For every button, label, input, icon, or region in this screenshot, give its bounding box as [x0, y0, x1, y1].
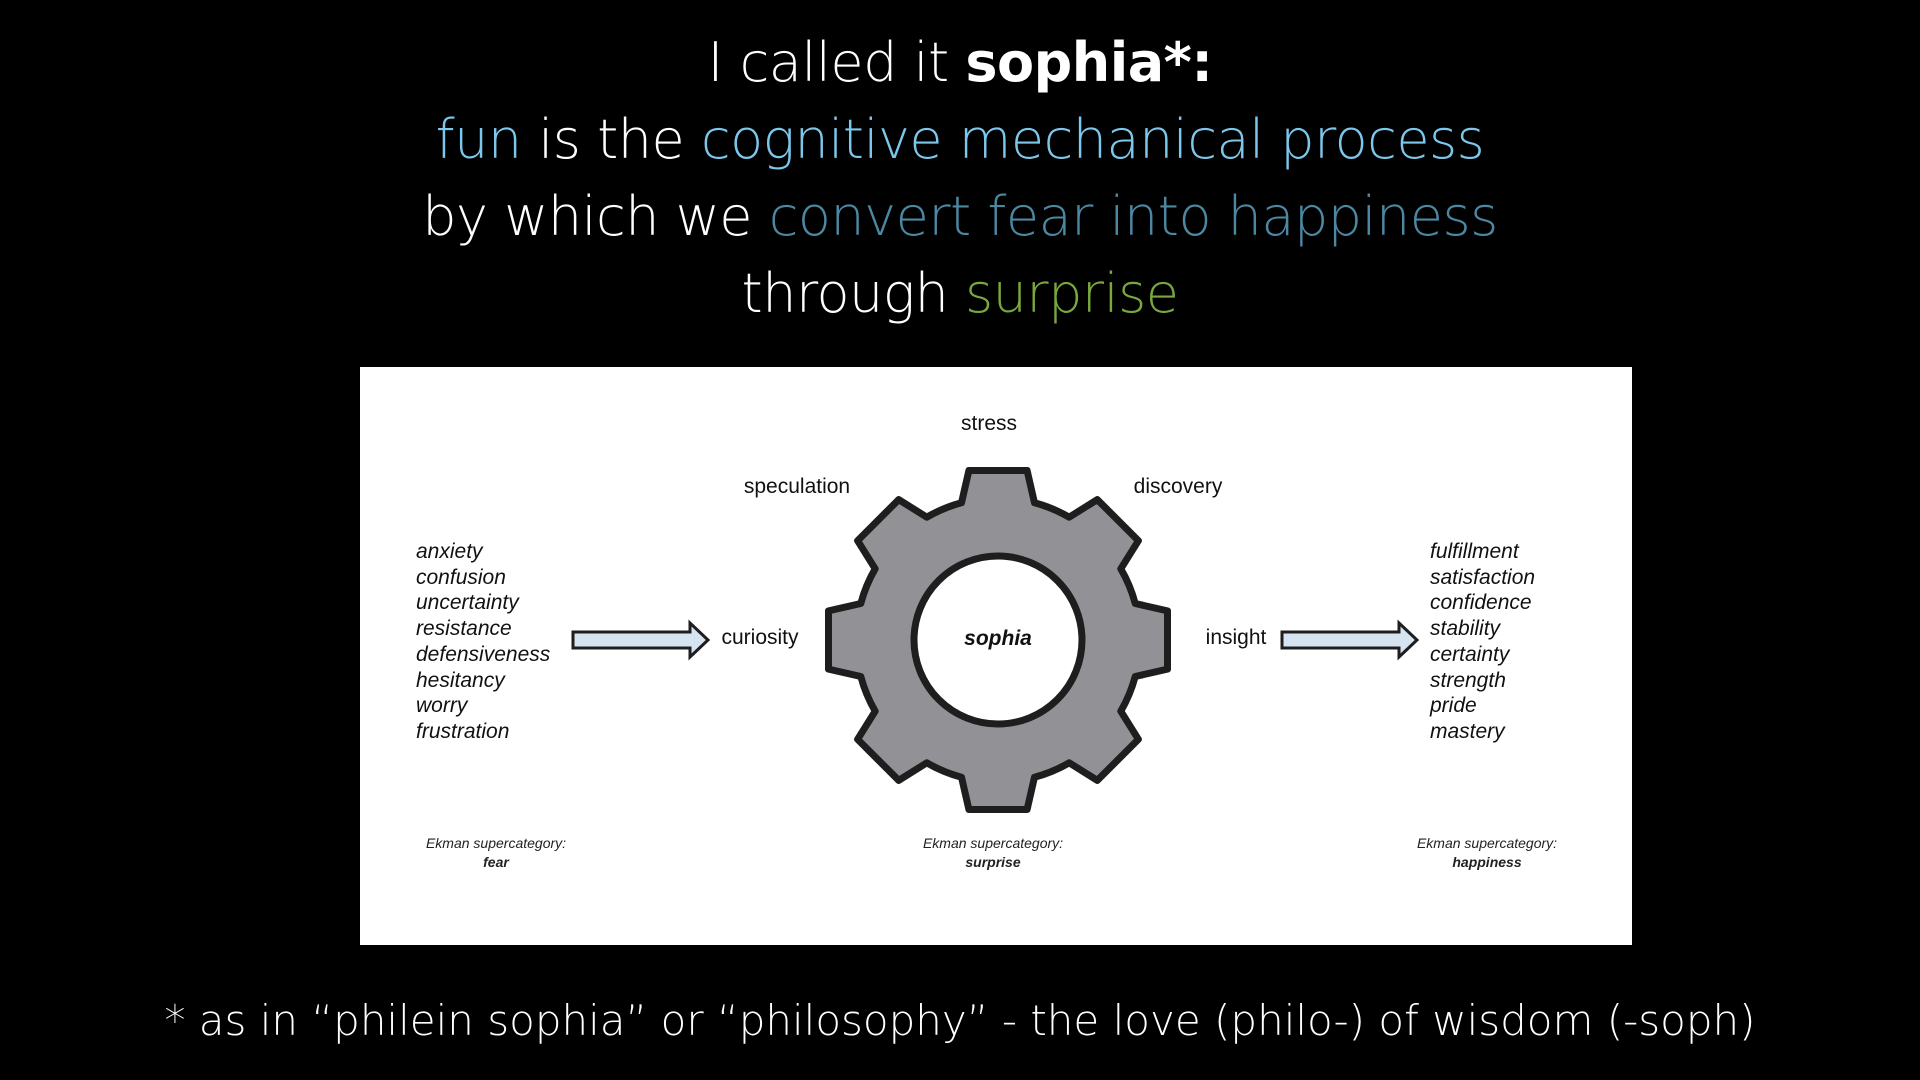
diagram-graphics: [571, 467, 1420, 813]
label-speculation: speculation: [743, 475, 851, 498]
label-stress: stress: [960, 412, 1018, 435]
title-text: by which we: [422, 185, 769, 248]
arrow-right-icon: [571, 619, 711, 661]
ekman-value: happiness: [1452, 854, 1522, 870]
word-surprise: surprise: [965, 262, 1179, 325]
phrase-cognitive-process: cognitive mechanical process: [700, 108, 1485, 171]
list-item: confidence: [1430, 591, 1532, 615]
list-item: satisfaction: [1430, 565, 1536, 589]
list-item: confusion: [416, 565, 506, 589]
gear-hole: [910, 552, 1086, 728]
ekman-label: Ekman supercategory:: [1416, 835, 1558, 851]
ekman-value: fear: [483, 854, 509, 870]
list-item: resistance: [416, 617, 512, 641]
ekman-label: Ekman supercategory:: [922, 835, 1064, 851]
ekman-value: surprise: [965, 854, 1021, 870]
ekman-happiness: Ekman supercategory: happiness: [1417, 834, 1557, 872]
word-fun: fun: [435, 108, 522, 171]
list-item: fulfillment: [1430, 540, 1519, 563]
list-item: defensiveness: [416, 642, 551, 666]
ekman-surprise: Ekman supercategory: surprise: [923, 834, 1063, 872]
sophia-diagram: sophia stress speculation discovery curi…: [360, 367, 1632, 945]
title-line-2: fun is the cognitive mechanical process: [0, 105, 1920, 175]
title-line-1: I called it sophia*:: [0, 28, 1920, 98]
list-item: certainty: [1430, 642, 1510, 666]
phrase-convert-fear: convert fear into happiness: [768, 185, 1499, 248]
title-text: through: [741, 262, 966, 325]
list-item: frustration: [416, 719, 510, 743]
list-item: anxiety: [416, 540, 483, 563]
list-item: hesitancy: [416, 668, 505, 692]
title-line-3: by which we convert fear into happiness: [0, 182, 1920, 252]
title-text: is the: [521, 108, 701, 171]
list-item: mastery: [1430, 719, 1505, 743]
list-item: pride: [1430, 694, 1477, 718]
title-sophia: sophia*:: [965, 31, 1213, 94]
label-discovery: discovery: [1133, 475, 1223, 498]
title-text: I called it: [707, 31, 966, 94]
footnote: * as in “philein sophia” or “philosophy”…: [164, 996, 1756, 1045]
list-item: stability: [1430, 617, 1501, 641]
arrow-right-icon: [1280, 619, 1420, 661]
gear-center-label: sophia: [964, 627, 1032, 650]
title-line-4: through surprise: [0, 259, 1920, 329]
list-item: worry: [416, 694, 468, 718]
ekman-label: Ekman supercategory:: [425, 835, 567, 851]
list-item: strength: [1430, 668, 1506, 692]
label-curiosity: curiosity: [721, 626, 799, 649]
list-item: uncertainty: [416, 591, 519, 615]
label-insight: insight: [1205, 626, 1267, 649]
ekman-fear: Ekman supercategory: fear: [426, 834, 566, 872]
